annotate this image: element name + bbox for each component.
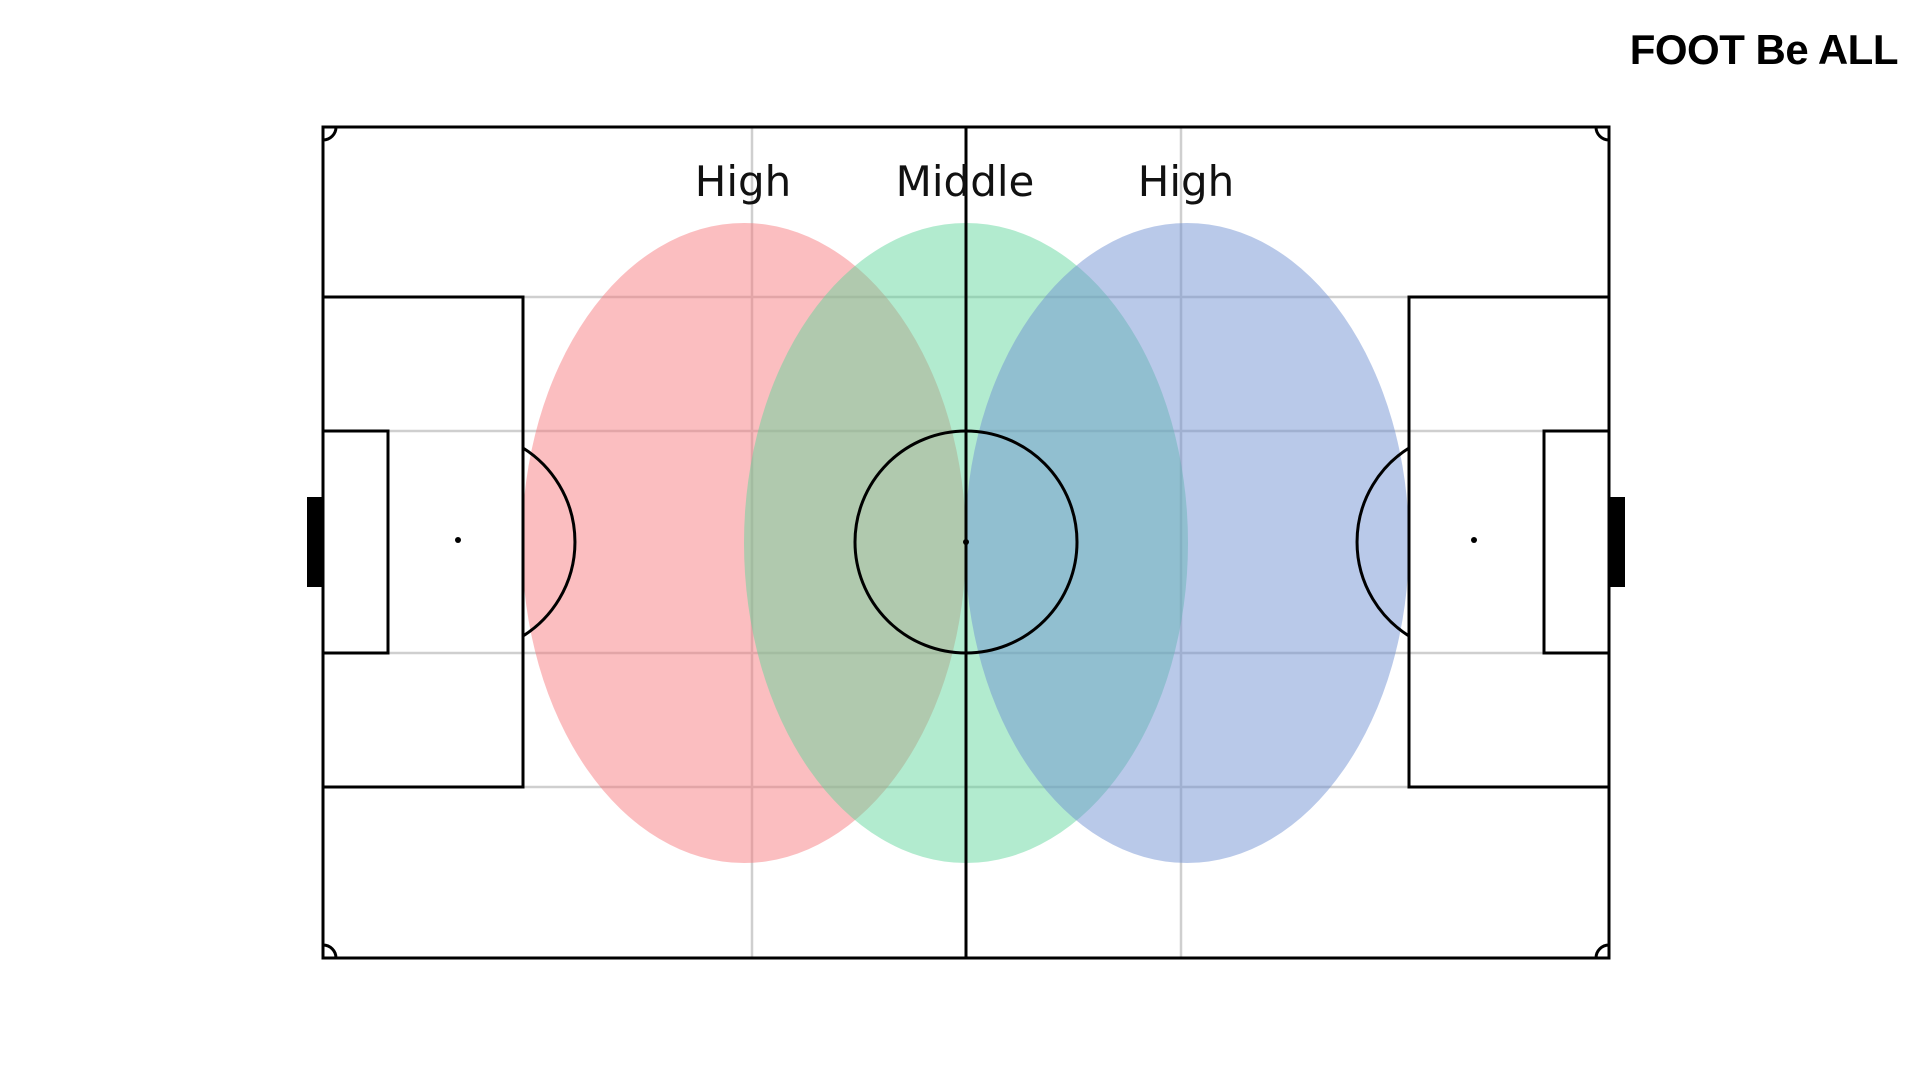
brand-logo-text: FOOT Be ALL bbox=[1629, 26, 1899, 73]
zone-label-right: High bbox=[1138, 157, 1235, 206]
corner-arc-bottom-left bbox=[322, 943, 338, 959]
right-penalty-spot bbox=[1471, 537, 1477, 543]
corner-arc-top-left bbox=[322, 126, 338, 142]
zone-ellipse-right bbox=[965, 223, 1409, 863]
zone-labels: High Middle High bbox=[695, 157, 1235, 206]
corner-arc-top-right bbox=[1594, 126, 1610, 142]
zone-label-left: High bbox=[695, 157, 792, 206]
left-penalty-arc bbox=[522, 446, 577, 638]
right-penalty-arc bbox=[1355, 446, 1410, 638]
zone-ellipses bbox=[522, 223, 1409, 863]
zone-label-middle: Middle bbox=[896, 157, 1035, 206]
left-penalty-spot bbox=[455, 537, 461, 543]
right-six-yard-box bbox=[1542, 429, 1611, 655]
zone-ellipse-left bbox=[522, 223, 966, 863]
left-goal bbox=[307, 497, 323, 587]
right-penalty-box bbox=[1407, 295, 1611, 789]
centre-circle bbox=[853, 429, 1079, 655]
right-goal bbox=[1609, 497, 1625, 587]
corner-arc-bottom-right bbox=[1594, 943, 1610, 959]
pitch-spots bbox=[455, 537, 1477, 545]
goals bbox=[307, 497, 1625, 587]
left-penalty-box bbox=[321, 295, 525, 789]
left-six-yard-box bbox=[321, 429, 390, 655]
centre-spot bbox=[963, 539, 969, 545]
